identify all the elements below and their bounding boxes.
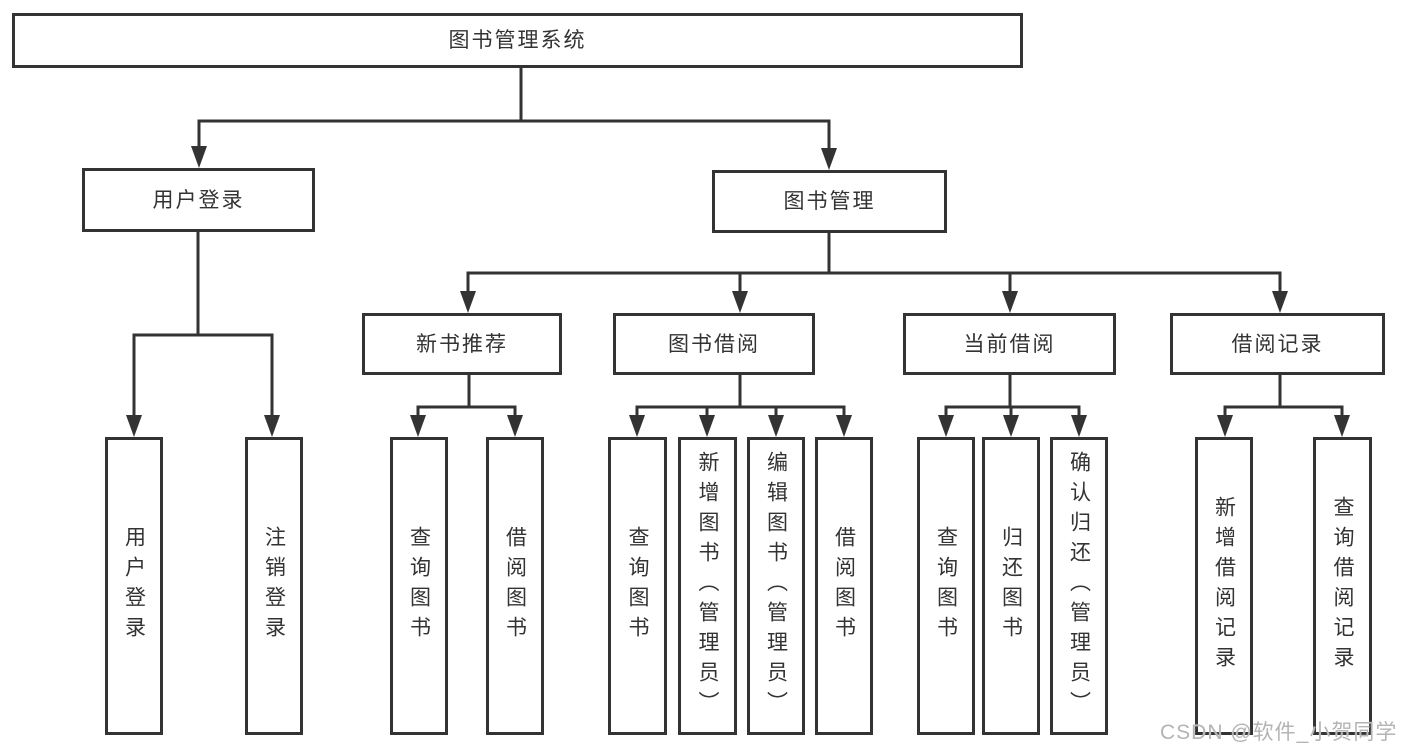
arrowhead-down-icon — [629, 415, 645, 437]
connector-from-borrowing-records — [1223, 373, 1344, 430]
node-leaf-confirm-return-admin: 确认归还（管理员） — [1050, 437, 1108, 735]
csdn-watermark: CSDN @软件_小贺同学 — [1160, 721, 1398, 744]
node-leaf-edit-book-admin: 编辑图书（管理员） — [747, 437, 805, 735]
arrowhead-down-icon — [507, 415, 523, 437]
node-label-leaf-add-book-admin: 新增图书（管理员） — [696, 451, 719, 721]
node-leaf-add-book-admin: 新增图书（管理员） — [678, 437, 737, 735]
node-user-login-group: 用户登录 — [82, 168, 315, 232]
node-leaf-cur-query-book: 查询图书 — [917, 437, 975, 735]
arrowhead-down-icon — [1071, 415, 1087, 437]
node-root: 图书管理系统 — [12, 13, 1023, 68]
node-label-leaf-cur-query-book: 查询图书 — [934, 526, 958, 646]
arrowhead-down-icon — [126, 415, 142, 437]
node-label-leaf-edit-book-admin: 编辑图书（管理员） — [764, 451, 788, 721]
node-new-book-recommend: 新书推荐 — [362, 313, 562, 375]
node-label-current-borrowing: 当前借阅 — [963, 332, 1056, 356]
arrowhead-down-icon — [1272, 291, 1288, 313]
node-label-leaf-query-borrow-record: 查询借阅记录 — [1331, 496, 1354, 676]
connector-from-user-login-group — [132, 230, 274, 430]
arrowhead-down-icon — [1003, 415, 1019, 437]
node-leaf-borrow-query-book: 查询图书 — [608, 437, 667, 735]
arrowhead-down-icon — [699, 415, 715, 437]
node-leaf-return-book: 归还图书 — [982, 437, 1040, 735]
node-leaf-borrow-book: 借阅图书 — [815, 437, 873, 735]
arrowhead-down-icon — [732, 291, 748, 313]
node-leaf-rec-borrow-book: 借阅图书 — [486, 437, 544, 735]
arrowhead-down-icon — [836, 415, 852, 437]
node-label-leaf-return-book: 归还图书 — [999, 526, 1023, 646]
connector-from-book-management — [466, 231, 1282, 306]
arrowhead-down-icon — [410, 415, 426, 437]
node-label-root: 图书管理系统 — [448, 29, 587, 52]
node-label-leaf-borrow-query-book: 查询图书 — [626, 526, 649, 646]
node-label-leaf-rec-query-book: 查询图书 — [407, 526, 431, 646]
node-label-book-management: 图书管理 — [783, 190, 876, 213]
node-current-borrowing: 当前借阅 — [903, 313, 1116, 375]
arrowhead-down-icon — [768, 415, 784, 437]
node-book-management: 图书管理 — [712, 170, 947, 233]
node-leaf-query-borrow-record: 查询借阅记录 — [1313, 437, 1372, 735]
arrowhead-down-icon — [938, 415, 954, 437]
node-leaf-user-login: 用户登录 — [105, 437, 163, 735]
arrowhead-down-icon — [1002, 291, 1018, 313]
node-label-leaf-borrow-book: 借阅图书 — [832, 526, 856, 646]
arrowhead-down-icon — [1334, 415, 1350, 437]
node-label-leaf-confirm-return-admin: 确认归还（管理员） — [1067, 451, 1091, 721]
node-label-leaf-user-login: 用户登录 — [122, 526, 146, 646]
arrowhead-down-icon — [821, 148, 837, 170]
node-leaf-rec-query-book: 查询图书 — [390, 437, 448, 735]
node-book-borrowing: 图书借阅 — [613, 313, 815, 375]
arrowhead-down-icon — [460, 291, 476, 313]
connector-from-root — [197, 66, 831, 163]
node-leaf-logout: 注销登录 — [245, 437, 303, 735]
node-label-leaf-add-borrow-record: 新增借阅记录 — [1212, 496, 1236, 676]
connector-from-new-book-recommend — [416, 373, 517, 430]
node-borrowing-records: 借阅记录 — [1170, 313, 1385, 375]
node-label-borrowing-records: 借阅记录 — [1231, 332, 1324, 356]
node-label-book-borrowing: 图书借阅 — [668, 332, 760, 356]
arrowhead-down-icon — [1217, 415, 1233, 437]
node-label-leaf-rec-borrow-book: 借阅图书 — [503, 526, 527, 646]
node-label-leaf-logout: 注销登录 — [262, 526, 286, 646]
node-label-new-book-recommend: 新书推荐 — [416, 332, 508, 356]
node-leaf-add-borrow-record: 新增借阅记录 — [1195, 437, 1253, 735]
node-label-user-login-group: 用户登录 — [152, 188, 245, 212]
arrowhead-down-icon — [264, 415, 280, 437]
arrowhead-down-icon — [191, 146, 207, 168]
